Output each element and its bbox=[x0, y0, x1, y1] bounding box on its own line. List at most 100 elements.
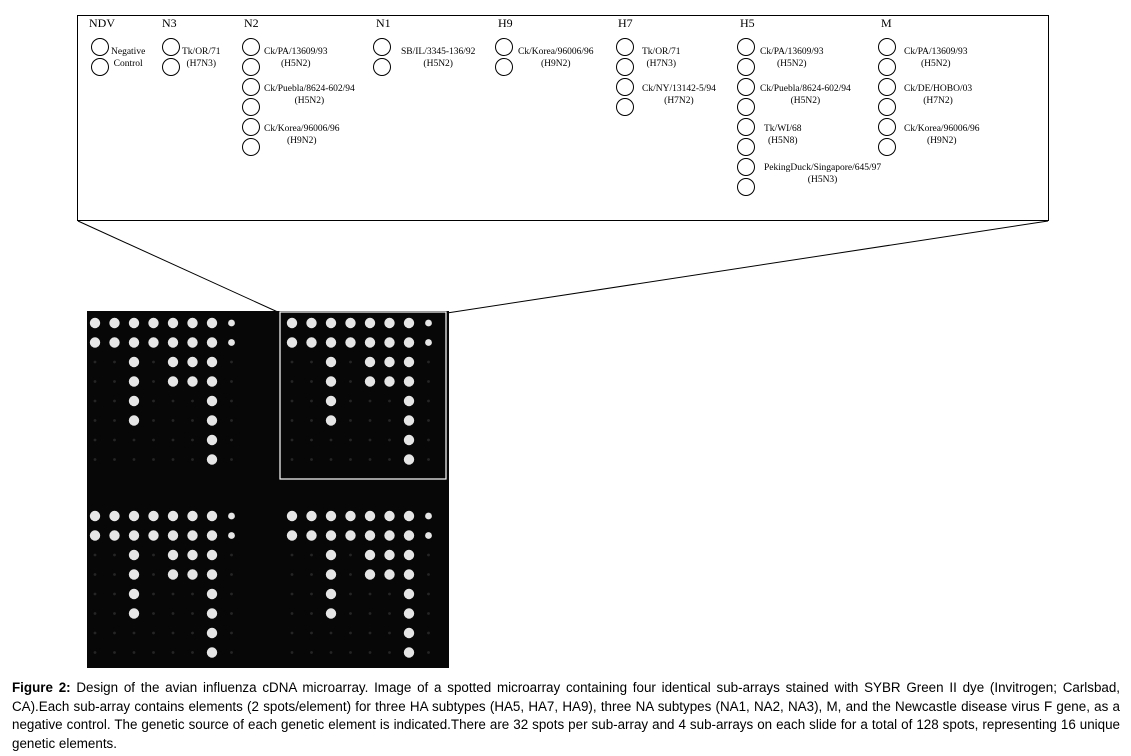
microarray-spot bbox=[325, 395, 337, 407]
microarray-spot bbox=[403, 510, 415, 522]
element-name: Ck/PA/13609/93 bbox=[760, 47, 824, 57]
spot-circle bbox=[495, 38, 513, 56]
microarray-spot bbox=[425, 339, 432, 346]
microarray-spot bbox=[384, 317, 395, 329]
microarray-spot bbox=[206, 317, 218, 329]
element-name: Ck/PA/13609/93 bbox=[264, 47, 328, 57]
microarray-spot bbox=[206, 434, 218, 446]
spot-circle bbox=[737, 78, 755, 96]
element-label: Ck/NY/13142-5/94 (H7N2) bbox=[642, 83, 716, 107]
microarray-spot bbox=[427, 592, 430, 596]
microarray-spot bbox=[152, 360, 155, 364]
microarray-spot bbox=[364, 376, 376, 387]
microarray-spot bbox=[310, 399, 313, 403]
microarray-spot bbox=[167, 549, 179, 561]
microarray-spot bbox=[187, 376, 198, 387]
microarray-spot bbox=[148, 530, 159, 541]
column-header-h7: H7 bbox=[618, 16, 633, 30]
spot-circle bbox=[878, 38, 896, 56]
spot-circle bbox=[616, 58, 634, 76]
microarray-spot bbox=[349, 458, 352, 461]
element-label: Ck/Korea/96006/96 (H9N2) bbox=[264, 123, 339, 147]
microarray-spot bbox=[109, 530, 120, 541]
microarray-spot bbox=[128, 415, 140, 426]
microarray-spot bbox=[310, 553, 313, 557]
microarray-spot bbox=[349, 360, 352, 364]
microarray-spot bbox=[290, 612, 294, 615]
microarray-spot bbox=[206, 530, 218, 541]
microarray-spot bbox=[290, 651, 294, 654]
microarray-spot bbox=[384, 356, 395, 368]
microarray-spot bbox=[286, 510, 298, 522]
element-name: Tk/WI/68 bbox=[764, 124, 802, 134]
microarray-spot bbox=[368, 612, 372, 615]
microarray-spot bbox=[230, 458, 233, 461]
microarray-spot bbox=[384, 337, 395, 348]
element-name: Ck/Korea/96006/96 bbox=[904, 124, 980, 134]
microarray-background bbox=[87, 311, 449, 668]
microarray-spot bbox=[113, 573, 116, 576]
element-label: Tk/OR/71 (H7N3) bbox=[182, 46, 221, 70]
spot-circle bbox=[737, 158, 755, 176]
microarray-spot bbox=[368, 631, 372, 635]
spot-circle bbox=[737, 178, 755, 196]
element-subtype: (H7N2) bbox=[923, 96, 953, 106]
figure: NDV N3 N2 N1 H9 H7 H5 M Negative Control… bbox=[77, 15, 1049, 668]
microarray-spot bbox=[93, 360, 97, 364]
microarray-spot bbox=[206, 415, 218, 426]
microarray-spot bbox=[329, 631, 333, 635]
microarray-spot bbox=[167, 530, 179, 541]
microarray-spot bbox=[325, 530, 337, 541]
spot-circle bbox=[878, 78, 896, 96]
caption-text: Design of the avian influenza cDNA micro… bbox=[12, 680, 1121, 751]
spot-circle bbox=[616, 78, 634, 96]
microarray-spot bbox=[403, 588, 415, 600]
microarray-spot bbox=[403, 356, 415, 368]
spot-circle bbox=[91, 58, 109, 76]
microarray-spot bbox=[152, 573, 155, 576]
microarray-spot bbox=[113, 438, 116, 442]
spot-circle bbox=[242, 38, 260, 56]
microarray-spot bbox=[290, 438, 294, 442]
microarray-spot bbox=[206, 647, 218, 658]
spot-circle bbox=[737, 38, 755, 56]
microarray-spot bbox=[206, 356, 218, 368]
microarray-spot bbox=[171, 458, 175, 461]
column-header-h5: H5 bbox=[740, 16, 755, 30]
microarray-spot bbox=[403, 395, 415, 407]
element-subtype: (H5N3) bbox=[807, 175, 838, 185]
microarray-spot bbox=[93, 573, 97, 576]
microarray-spot bbox=[427, 419, 430, 422]
spot-circle bbox=[242, 98, 260, 116]
microarray-spot bbox=[152, 592, 155, 596]
microarray-spot bbox=[310, 631, 313, 635]
microarray-spot bbox=[206, 510, 218, 522]
spot-circle bbox=[616, 38, 634, 56]
microarray-spot bbox=[345, 510, 356, 522]
microarray-spot bbox=[187, 337, 198, 348]
microarray-spot bbox=[191, 592, 194, 596]
spot-circle bbox=[242, 118, 260, 136]
microarray-spot bbox=[306, 510, 317, 522]
microarray-spot bbox=[388, 419, 391, 422]
microarray-spot bbox=[148, 510, 159, 522]
spot-circle bbox=[878, 58, 896, 76]
microarray-spot bbox=[191, 419, 194, 422]
microarray-spot bbox=[325, 588, 337, 600]
microarray-spot bbox=[93, 380, 97, 383]
microarray-spot bbox=[427, 380, 430, 383]
microarray-spot bbox=[93, 419, 97, 422]
microarray-spot bbox=[403, 434, 415, 446]
microarray-spot bbox=[427, 399, 430, 403]
element-subtype: (H7N3) bbox=[186, 59, 217, 69]
microarray-spot bbox=[290, 458, 294, 461]
microarray-spot bbox=[132, 651, 136, 654]
microarray-spot bbox=[171, 592, 175, 596]
microarray-spot bbox=[349, 592, 352, 596]
element-subtype: (H5N8) bbox=[767, 136, 798, 146]
microarray-spot bbox=[290, 631, 294, 635]
microarray-spot bbox=[349, 631, 352, 635]
microarray-spot bbox=[132, 438, 136, 442]
microarray-spot bbox=[167, 569, 179, 580]
element-name: Ck/Puebla/8624-602/94 bbox=[264, 84, 355, 94]
